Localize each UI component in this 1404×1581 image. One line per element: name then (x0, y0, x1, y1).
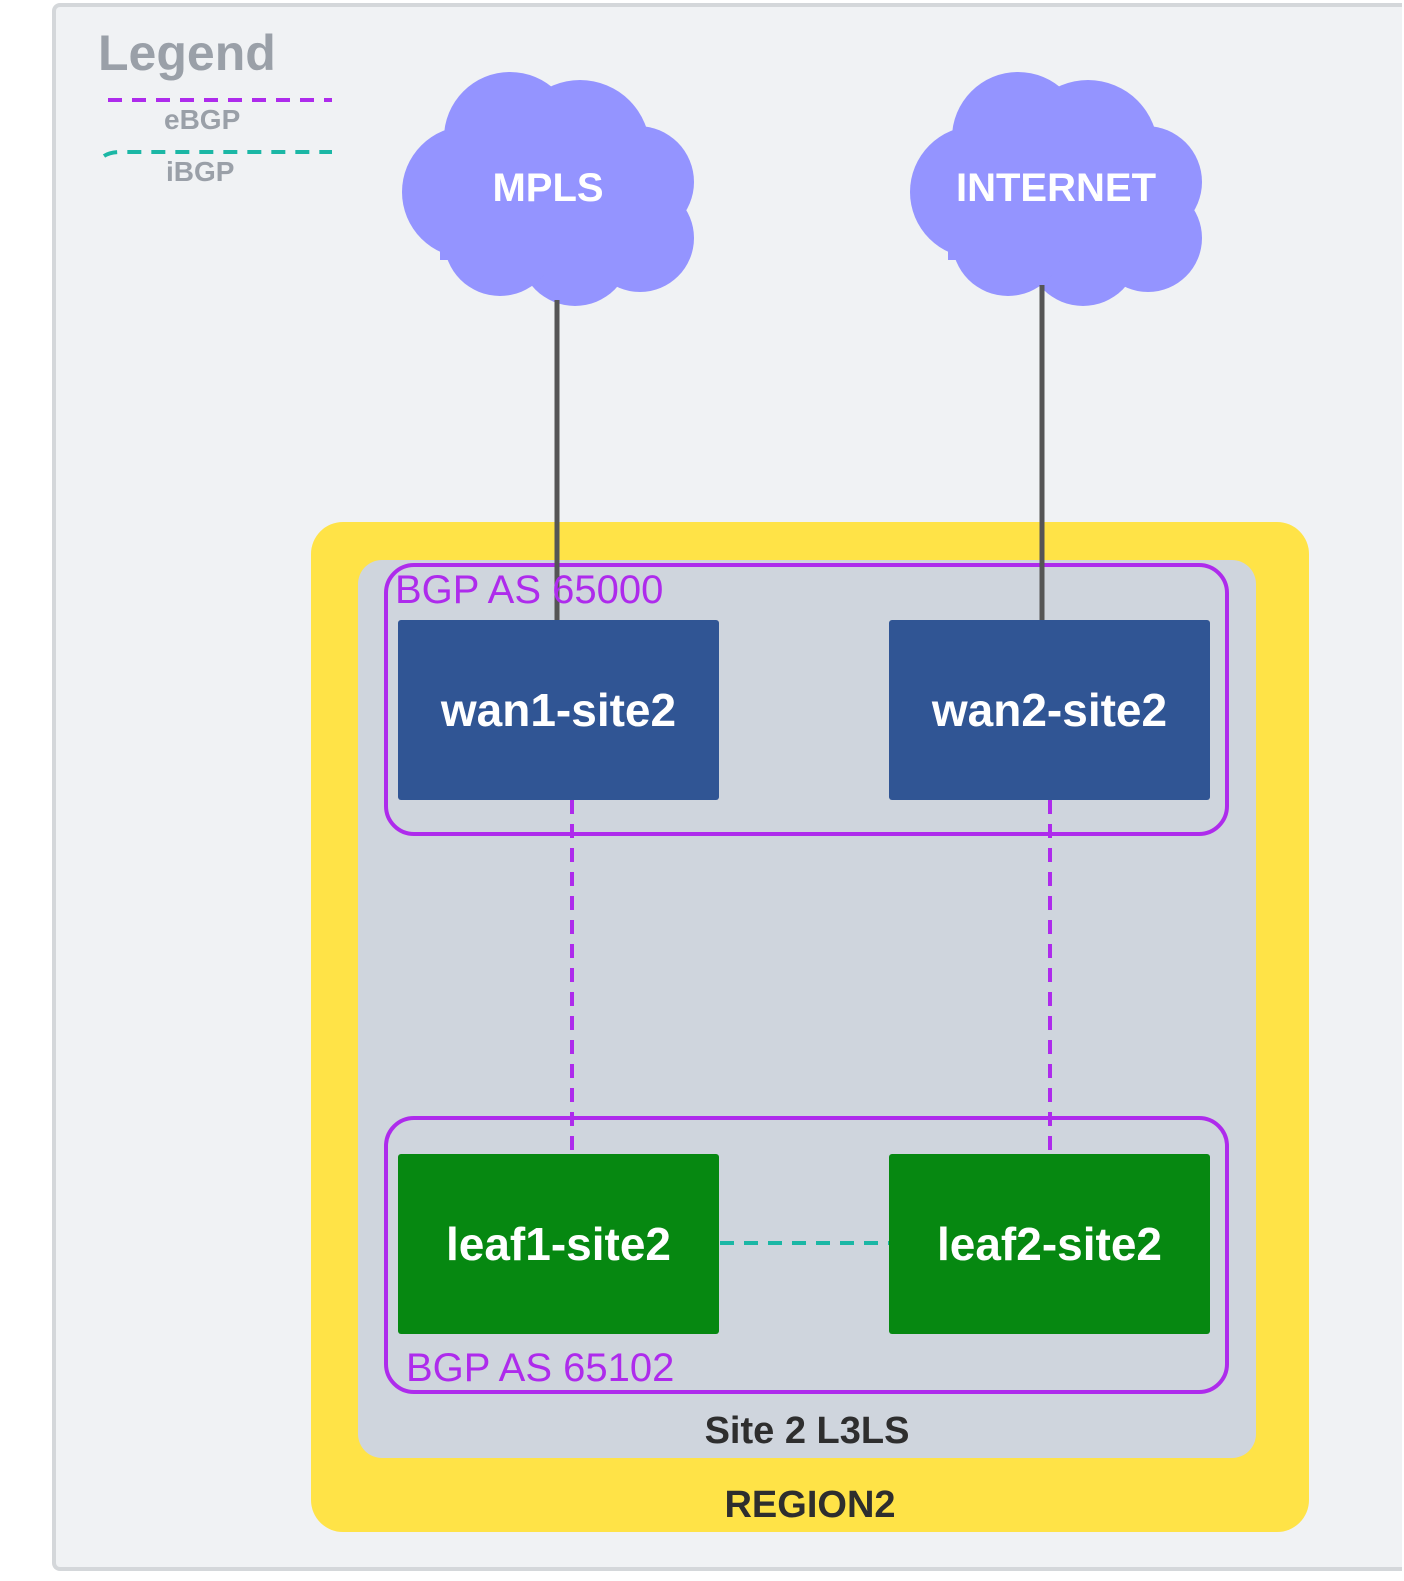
legend-title: Legend (98, 25, 276, 81)
site-label: Site 2 L3LS (704, 1410, 910, 1452)
as-group-wan (384, 563, 1229, 836)
legend-ebgp-label: eBGP (164, 104, 241, 135)
as-group-leaf (384, 1116, 1229, 1394)
region-label: REGION2 (724, 1484, 896, 1526)
node-wan2-site2[interactable]: wan2-site2 (889, 620, 1210, 800)
node-leaf2-label: leaf2-site2 (936, 1218, 1162, 1270)
node-leaf2-site2[interactable]: leaf2-site2 (889, 1154, 1210, 1334)
legend-ibgp-label: iBGP (166, 156, 235, 187)
as-label-leaf: BGP AS 65102 (406, 1346, 675, 1390)
node-wan1-label: wan1-site2 (440, 684, 677, 736)
node-leaf1-label: leaf1-site2 (445, 1218, 671, 1270)
as-label-wan: BGP AS 65000 (395, 568, 664, 612)
node-wan1-site2[interactable]: wan1-site2 (398, 620, 719, 800)
node-leaf1-site2[interactable]: leaf1-site2 (398, 1154, 719, 1334)
node-wan2-label: wan2-site2 (931, 684, 1168, 736)
